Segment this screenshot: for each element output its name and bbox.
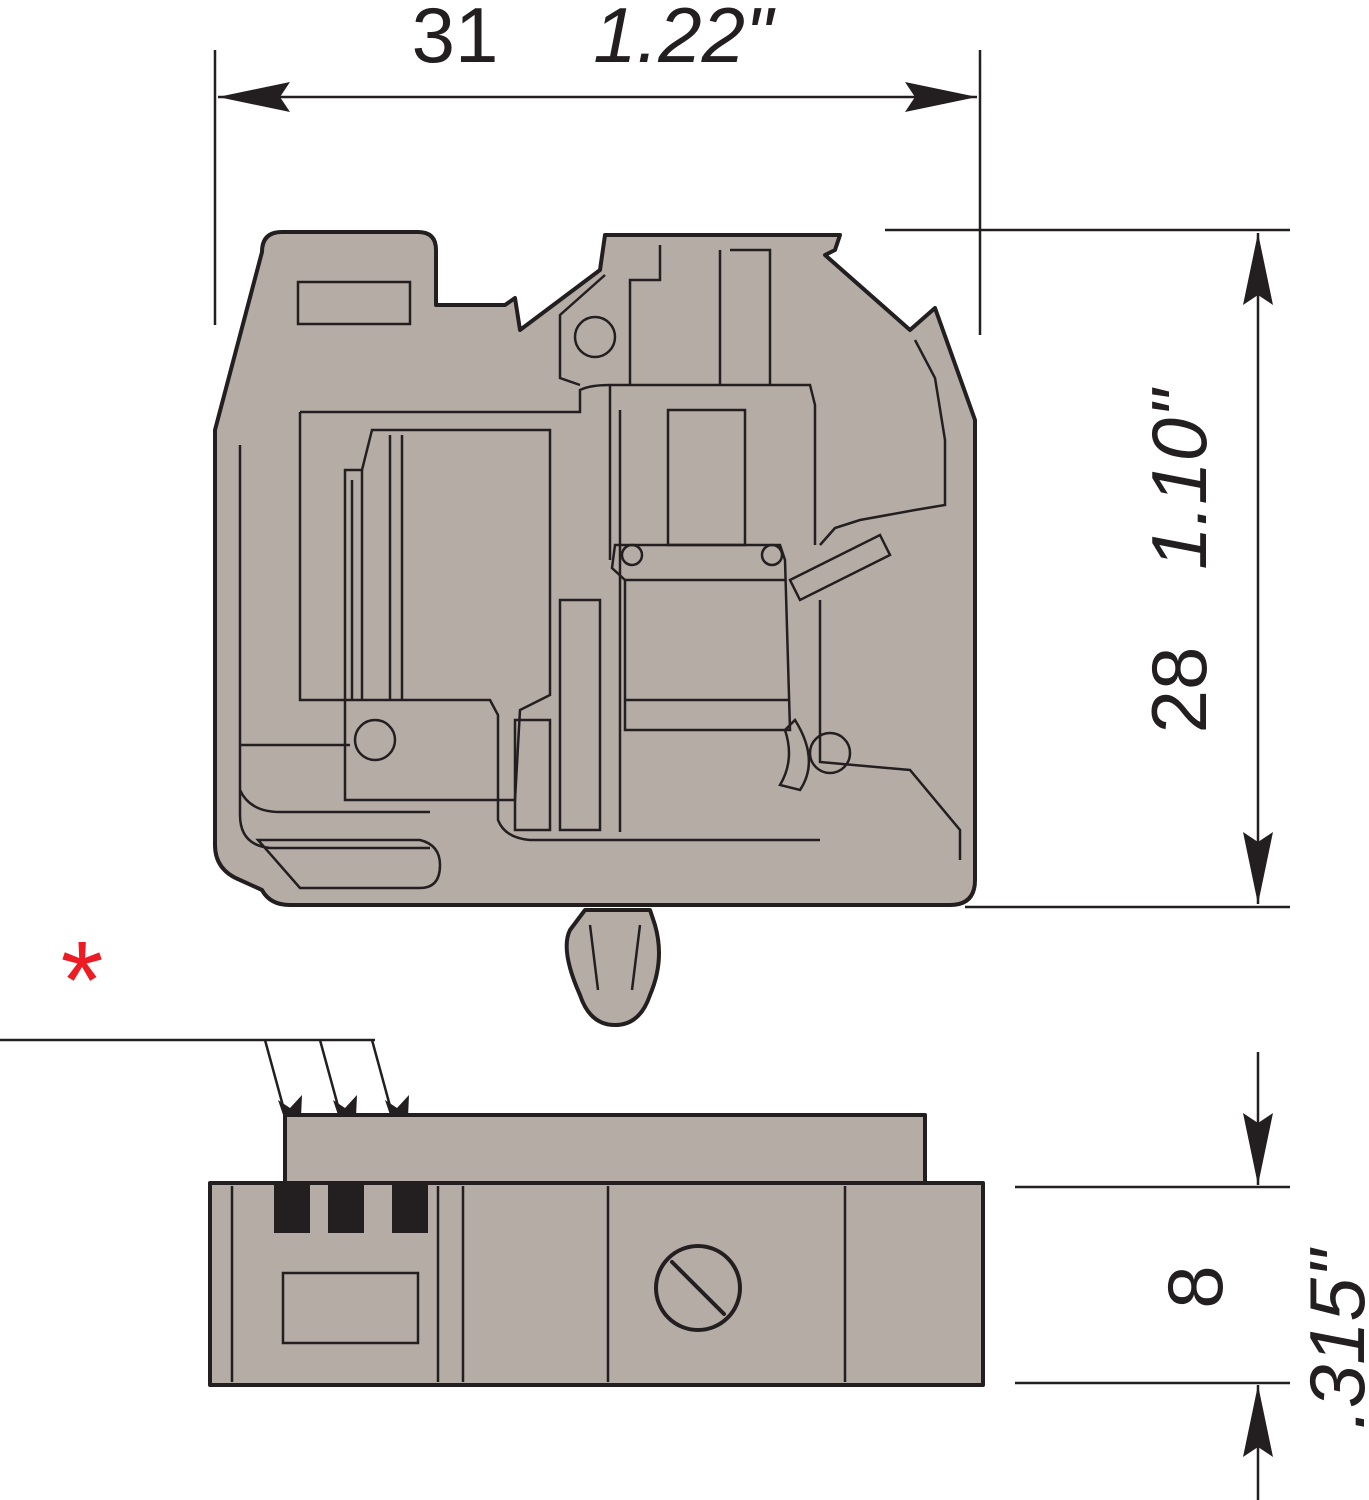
- depth-metric-label: 8: [1151, 1265, 1239, 1308]
- depth-arrow-down-icon: [1243, 1113, 1273, 1185]
- screw-hole-top-icon: [573, 315, 617, 359]
- note-marker-asterisk: *: [61, 919, 104, 1042]
- width-dimension: 31 1.22": [213, 0, 982, 335]
- depth-arrow-up-icon: [1243, 1385, 1273, 1457]
- marker-slot: [296, 280, 412, 326]
- mounting-slot: [255, 838, 442, 890]
- screw-hole-left-icon: [353, 718, 397, 762]
- din-rail-clip: [564, 908, 661, 1027]
- wire-entry-2: [328, 1183, 364, 1233]
- wire-entry-1: [274, 1183, 310, 1233]
- arrow-up-icon: [1243, 233, 1273, 305]
- width-metric-label: 31: [412, 0, 499, 79]
- arrow-left-icon: [218, 82, 290, 112]
- top-view-body: [208, 1181, 985, 1387]
- height-dimension: 28 1.10": [885, 228, 1290, 909]
- depth-imperial-label: .315": [1293, 1247, 1369, 1430]
- depth-dimension: 8 .315": [1015, 1052, 1369, 1500]
- arrow-down-icon: [1243, 832, 1273, 904]
- contact-cage: [610, 543, 792, 732]
- screw-hole-right-icon: [808, 731, 852, 775]
- housing-body: [213, 230, 977, 907]
- top-view-upper-ridge: [283, 1113, 927, 1185]
- height-imperial-label: 1.10": [1135, 387, 1223, 570]
- wire-entry-3: [392, 1183, 428, 1233]
- terminal-side-view: [213, 230, 977, 1027]
- width-imperial-label: 1.22": [593, 0, 776, 79]
- top-view-marker-slot: [281, 1271, 420, 1345]
- arrow-right-icon: [905, 82, 977, 112]
- height-metric-label: 28: [1135, 647, 1223, 734]
- terminal-top-view: [208, 1113, 985, 1387]
